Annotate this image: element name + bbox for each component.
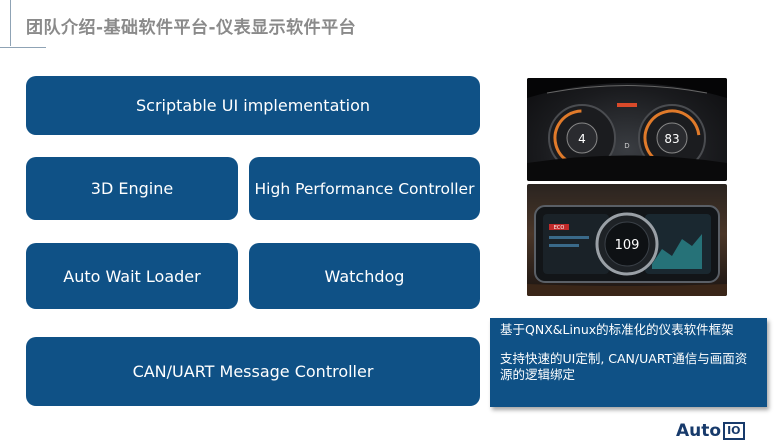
eco-label: ECO (554, 225, 565, 231)
module-can-uart-controller: CAN/UART Message Controller (26, 337, 480, 406)
module-auto-wait-loader: Auto Wait Loader (26, 243, 238, 309)
module-label: 3D Engine (90, 179, 174, 198)
center-speed-value: 109 (615, 238, 640, 253)
module-label: Watchdog (324, 266, 405, 286)
right-gauge-value: 83 (664, 132, 679, 146)
module-label: High Performance Controller (254, 179, 475, 198)
platform-description-box: 基于QNX&Linux的标准化的仪表软件框架 支持快速的UI定制, CAN/UA… (490, 318, 767, 407)
corner-line-vertical (10, 0, 11, 46)
module-3d-engine: 3D Engine (26, 157, 238, 220)
module-high-performance-controller: High Performance Controller (249, 157, 480, 220)
gear-indicator: D (624, 142, 629, 150)
module-watchdog: Watchdog (249, 243, 480, 309)
page-title: 团队介绍-基础软件平台-仪表显示软件平台 (26, 18, 357, 38)
description-line-1: 基于QNX&Linux的标准化的仪表软件框架 (500, 322, 734, 337)
module-label: Scriptable UI implementation (135, 96, 371, 115)
left-gauge-value: 4 (578, 132, 586, 146)
module-label: CAN/UART Message Controller (132, 362, 374, 381)
logo-text: Auto (676, 421, 722, 441)
description-line-2: 支持快速的UI定制, CAN/UART通信与画面资源的逻辑绑定 (500, 351, 748, 382)
cluster-photo-2: 109 ECO (527, 184, 727, 296)
cluster-1-illustration: 4 83 D (527, 78, 727, 181)
logo-mark: IO (723, 422, 745, 440)
cluster-photo-1: 4 83 D (527, 78, 727, 181)
cluster-2-illustration: 109 ECO (527, 205, 727, 296)
corner-line-horizontal (0, 47, 46, 48)
module-scriptable-ui: Scriptable UI implementation (26, 76, 480, 135)
autoio-logo: Auto IO (676, 420, 745, 442)
module-label: Auto Wait Loader (63, 266, 201, 286)
